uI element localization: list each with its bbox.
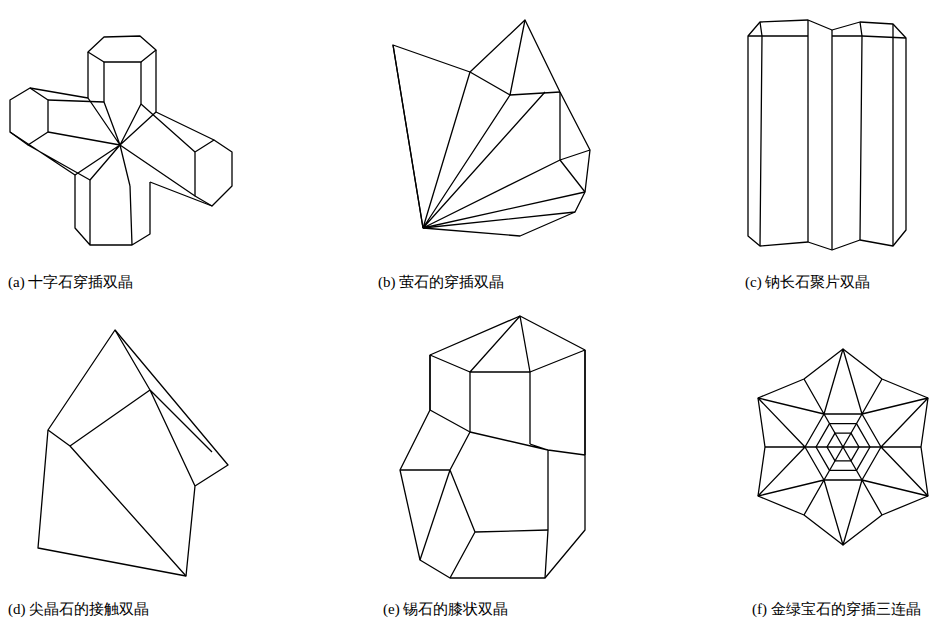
fluorite-twin [393, 20, 590, 236]
figure-caption: (f) 金绿宝石的穿插三连晶 [752, 600, 921, 618]
figure-caption: (c) 钠长石聚片双晶 [745, 273, 870, 291]
figure-caption: (a) 十字石穿插双晶 [8, 273, 133, 291]
spinel-twin [38, 330, 228, 576]
cassiterite-twin [400, 316, 585, 578]
albite-twin [748, 20, 906, 250]
figure-caption: (b) 萤石的穿插双晶 [378, 273, 504, 291]
staurolite-twin [10, 36, 232, 245]
chrysoberyl-trilling [758, 349, 928, 545]
figure-caption: (d) 尖晶石的接触双晶 [8, 600, 149, 618]
figure-caption: (e) 锡石的膝状双晶 [383, 600, 508, 618]
